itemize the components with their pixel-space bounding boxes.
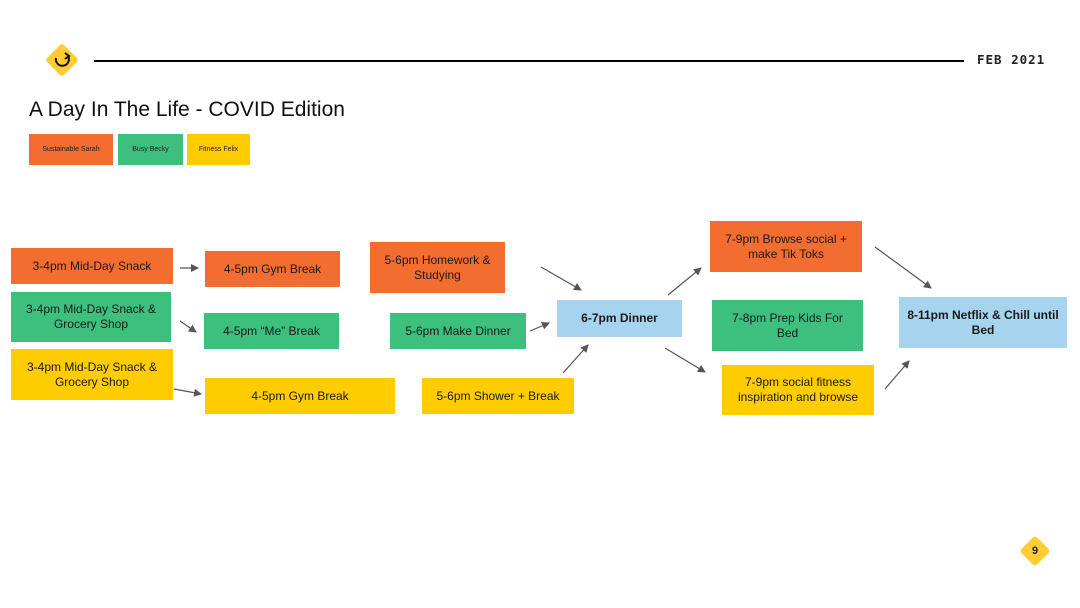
box-becky-snack: 3-4pm Mid-Day Snack & Grocery Shop xyxy=(11,292,171,342)
arrow-dinner-to-fitness xyxy=(664,347,706,373)
box-felix-gym: 4-5pm Gym Break xyxy=(205,378,395,414)
arrow-homework-to-dinner xyxy=(540,266,582,291)
box-dinner: 6-7pm Dinner xyxy=(557,300,682,337)
arrow-social-to-netflix xyxy=(874,246,932,289)
page-title: A Day In The Life - COVID Edition xyxy=(29,98,345,121)
box-becky-make-dinner: 5-6pm Make Dinner xyxy=(390,313,526,349)
header-date: FEB 2021 xyxy=(977,52,1046,67)
box-sarah-snack: 3-4pm Mid-Day Snack xyxy=(11,248,173,284)
legend-item-sustainable-sarah: Sustainable Sarah xyxy=(29,134,113,165)
arrow-make-dinner-to-dinner xyxy=(529,322,550,332)
box-sarah-homework: 5-6pm Homework & Studying xyxy=(370,242,505,293)
arrow-fitness-to-netflix xyxy=(884,360,910,390)
box-sarah-social: 7-9pm Browse social + make Tik Toks xyxy=(710,221,862,272)
refresh-arrow-icon xyxy=(46,44,78,76)
box-felix-fitness: 7-9pm social fitness inspiration and bro… xyxy=(722,365,874,415)
box-felix-snack: 3-4pm Mid-Day Snack & Grocery Shop xyxy=(11,349,173,400)
box-becky-me-break: 4-5pm “Me” Break xyxy=(204,313,339,349)
page-number: 9 xyxy=(1031,545,1039,557)
box-netflix: 8-11pm Netflix & Chill until Bed xyxy=(899,297,1067,348)
legend-item-fitness-felix: Fitness Felix xyxy=(187,134,250,165)
arrow-shower-to-dinner xyxy=(562,344,589,374)
box-sarah-gym: 4-5pm Gym Break xyxy=(205,251,340,287)
page-number-badge xyxy=(1020,536,1050,566)
box-felix-shower: 5-6pm Shower + Break xyxy=(422,378,574,414)
box-becky-kids: 7-8pm Prep Kids For Bed xyxy=(712,300,863,351)
header-divider xyxy=(94,60,964,62)
arrow-felix-snack-to-gym xyxy=(173,388,202,397)
legend-item-busy-becky: Busy Becky xyxy=(118,134,183,165)
arrow-dinner-to-social xyxy=(667,267,702,296)
arrow-becky-snack-to-me xyxy=(179,320,197,333)
